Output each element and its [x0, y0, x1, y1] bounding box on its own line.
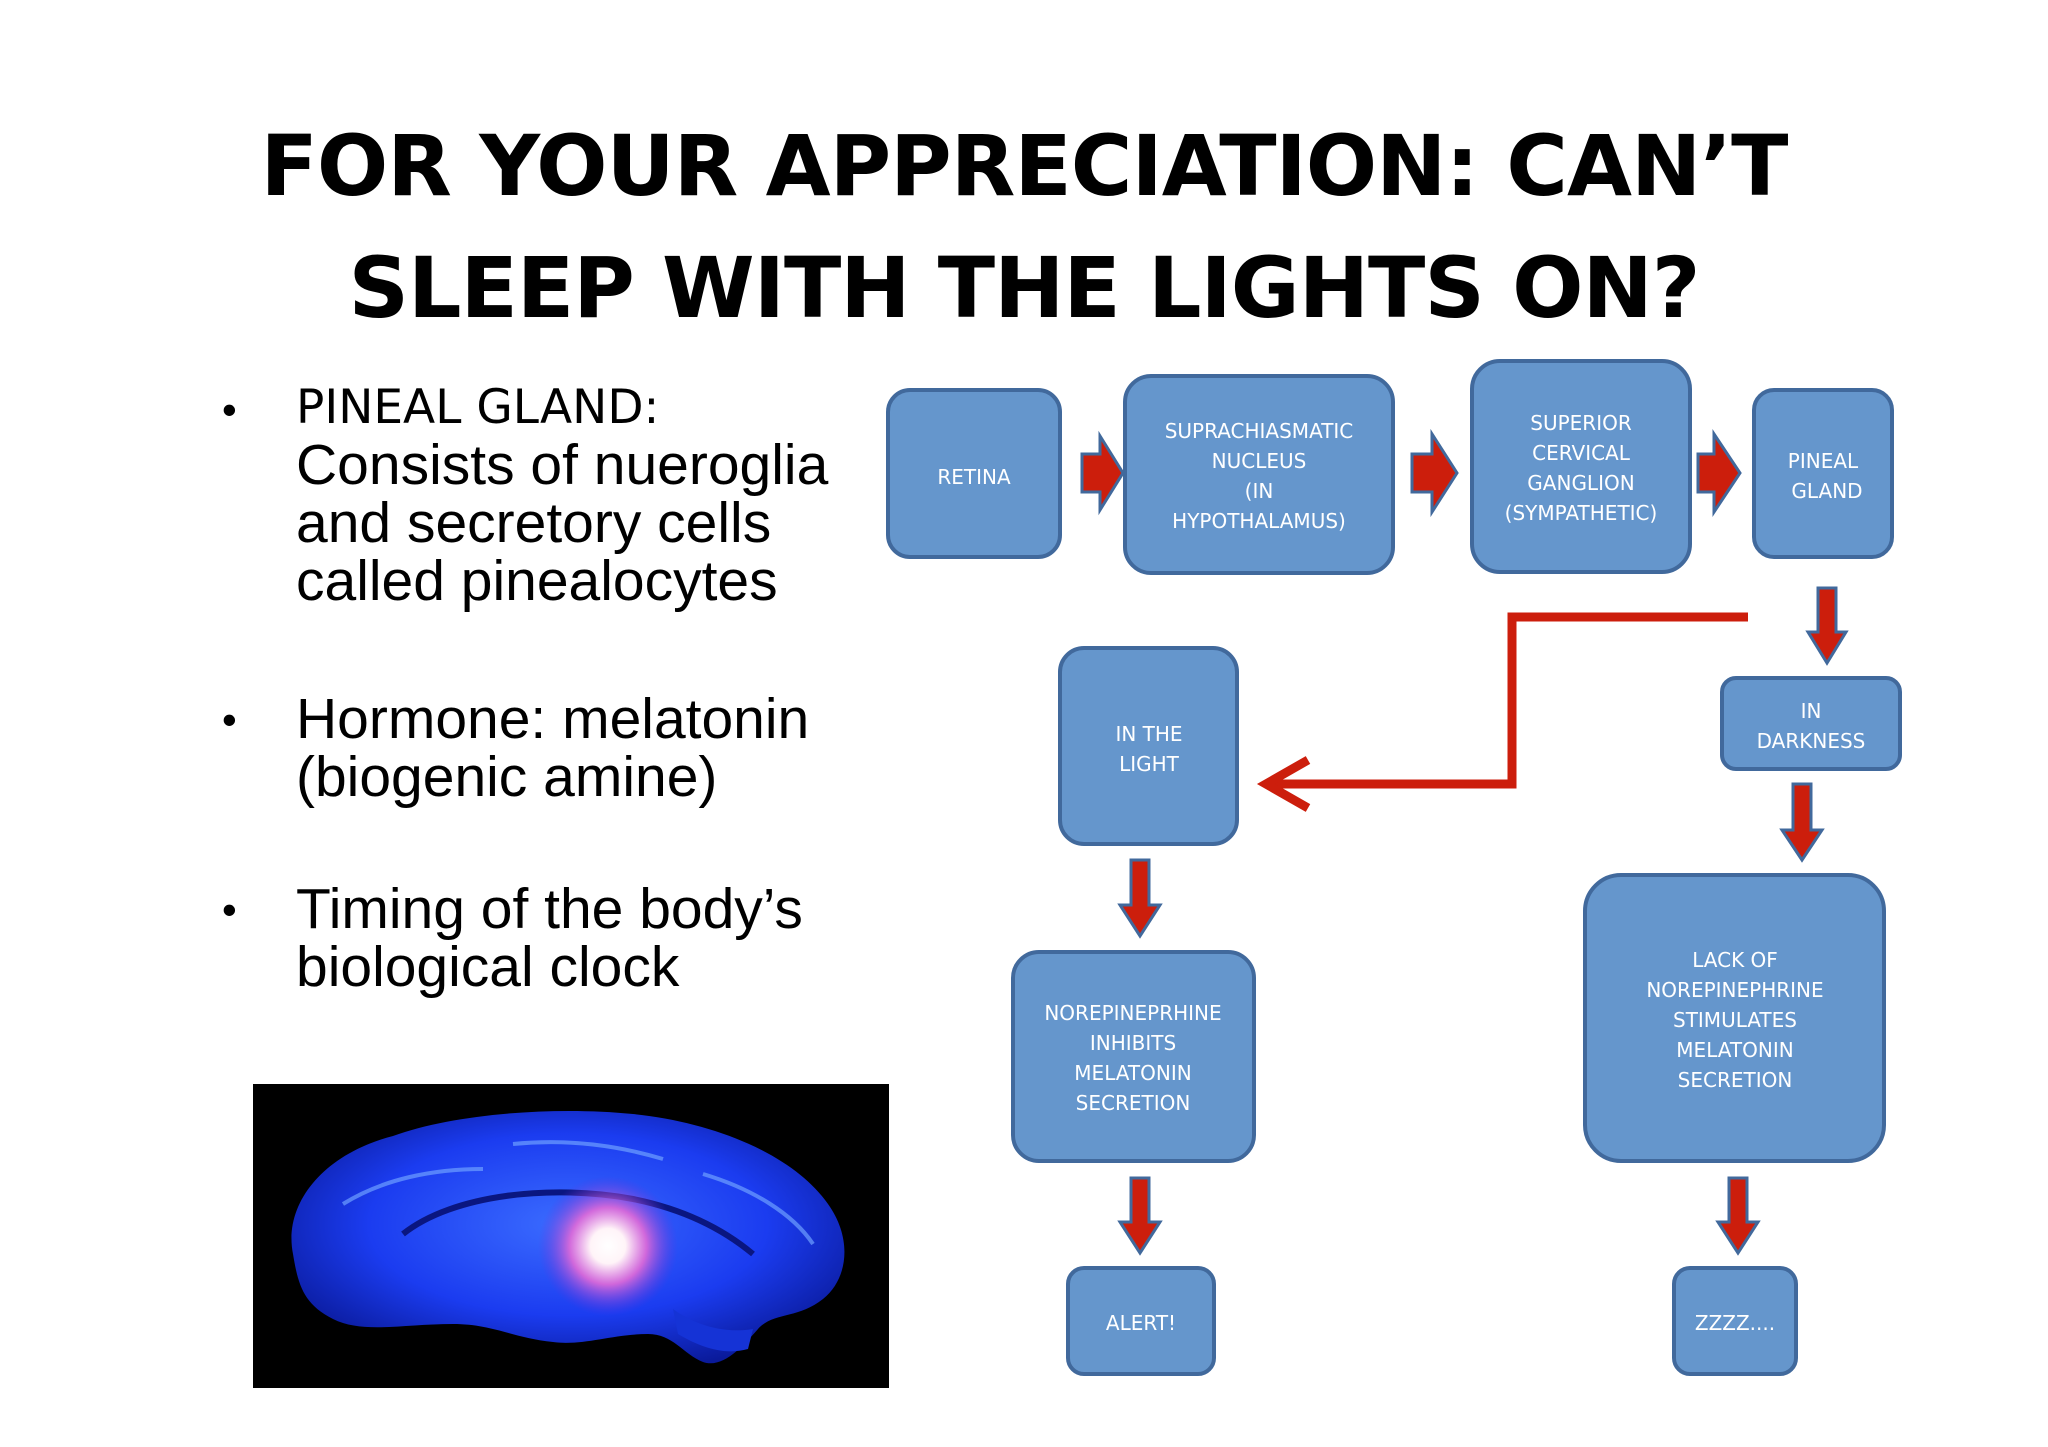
arrow-retina-to-scn — [1080, 430, 1125, 516]
box-scn-text: SUPRACHIASMATIC — [1165, 419, 1354, 443]
box-scg-text: GANGLION — [1527, 471, 1634, 495]
slide-title-line-2: SLEEP WITH THE LIGHTS ON? — [348, 239, 1700, 337]
bullet-line: Hormone: melatonin — [296, 687, 810, 751]
bullet-hormone: • Hormone: melatonin (biogenic amine) — [222, 690, 882, 806]
bullet-line: (biogenic amine) — [296, 745, 718, 809]
arrow-pineal-to-darkness — [1805, 586, 1849, 666]
arrow-scg-to-pineal — [1696, 429, 1742, 517]
bullet-marker: • — [222, 886, 237, 933]
box-alert-text: ALERT! — [1106, 1311, 1176, 1335]
box-light-text: IN THE — [1115, 722, 1182, 746]
box-scn-text: HYPOTHALAMUS) — [1172, 509, 1346, 533]
box-sleep-text: ZZZZ.... — [1695, 1311, 1775, 1335]
box-pineal-text: GLAND — [1791, 479, 1862, 503]
bullet-marker: • — [222, 386, 237, 433]
box-retina-text: RETINA — [937, 465, 1011, 489]
bullet-list: • PINEAL GLAND: Consists of nueroglia an… — [222, 380, 882, 996]
brain-image — [253, 1084, 889, 1388]
box-inhibits-text: NOREPINEPRHINE — [1044, 1001, 1221, 1025]
box-light-text: LIGHT — [1119, 752, 1180, 776]
bullet-line: Timing of the body’s — [296, 877, 803, 941]
box-pineal-text: PINEAL — [1788, 449, 1859, 473]
box-inhibits-text: MELATONIN — [1074, 1061, 1191, 1085]
box-scn-text: NUCLEUS — [1212, 449, 1307, 473]
box-in-darkness: IN DARKNESS — [1720, 676, 1902, 771]
bullet-line: biological clock — [296, 935, 680, 999]
box-inhibits-text: SECRETION — [1076, 1091, 1191, 1115]
brain-illustration — [291, 1110, 845, 1364]
box-inhibits-text: INHIBITS — [1090, 1031, 1176, 1055]
box-lack-of-norepinephrine: LACK OF NOREPINEPHRINE STIMULATES MELATO… — [1583, 873, 1886, 1163]
box-suprachiasmatic-nucleus: SUPRACHIASMATIC NUCLEUS (IN HYPOTHALAMUS… — [1123, 374, 1395, 575]
arrow-stimulates-to-sleep — [1715, 1176, 1761, 1256]
box-darkness-text: IN — [1801, 699, 1822, 723]
box-stimulates-text: STIMULATES — [1673, 1008, 1797, 1032]
box-darkness-text: DARKNESS — [1757, 729, 1866, 753]
box-stimulates-text: LACK OF — [1692, 948, 1778, 972]
bullet-timing: • Timing of the body’s biological clock — [222, 880, 882, 996]
pineal-glow — [538, 1176, 678, 1316]
bullet-line: Consists of nueroglia — [296, 433, 829, 497]
box-norepinephrine-inhibits: NOREPINEPRHINE INHIBITS MELATONIN SECRET… — [1011, 950, 1256, 1163]
box-scn-text: (IN — [1245, 479, 1274, 503]
box-scg-text: CERVICAL — [1532, 441, 1631, 465]
arrow-light-to-inhibits — [1117, 858, 1163, 939]
box-pineal-gland: PINEAL GLAND — [1752, 388, 1894, 559]
slide-title-line-1: FOR YOUR APPRECIATION: CAN’T — [260, 117, 1789, 215]
bullet-lead: PINEAL GLAND: — [296, 380, 660, 435]
box-retina: RETINA — [886, 388, 1062, 559]
box-in-the-light: IN THE LIGHT — [1058, 646, 1239, 846]
arrow-darkness-to-stimulates — [1779, 782, 1825, 863]
arrow-pineal-to-light — [1256, 612, 1748, 812]
box-sleep: ZZZZ.... — [1672, 1266, 1798, 1376]
arrow-scn-to-scg — [1410, 428, 1459, 518]
bullet-line: called pinealocytes — [296, 549, 778, 613]
brain-cerebellum — [673, 1309, 753, 1352]
box-alert: ALERT! — [1066, 1266, 1216, 1376]
arrow-inhibits-to-alert — [1117, 1176, 1163, 1256]
box-scg-text: SUPERIOR — [1530, 411, 1632, 435]
box-stimulates-text: SECRETION — [1678, 1068, 1793, 1092]
brain-gyri — [341, 1140, 815, 1246]
box-stimulates-text: MELATONIN — [1676, 1038, 1793, 1062]
bullet-line: and secretory cells — [296, 491, 772, 555]
box-stimulates-text: NOREPINEPHRINE — [1646, 978, 1823, 1002]
bullet-pineal-gland: • PINEAL GLAND: Consists of nueroglia an… — [222, 380, 882, 610]
bullet-marker: • — [222, 696, 237, 743]
slide-title: FOR YOUR APPRECIATION: CAN’T SLEEP WITH … — [0, 105, 2048, 349]
box-superior-cervical-ganglion: SUPERIOR CERVICAL GANGLION (SYMPATHETIC) — [1470, 359, 1692, 574]
box-scg-text: (SYMPATHETIC) — [1505, 501, 1658, 525]
